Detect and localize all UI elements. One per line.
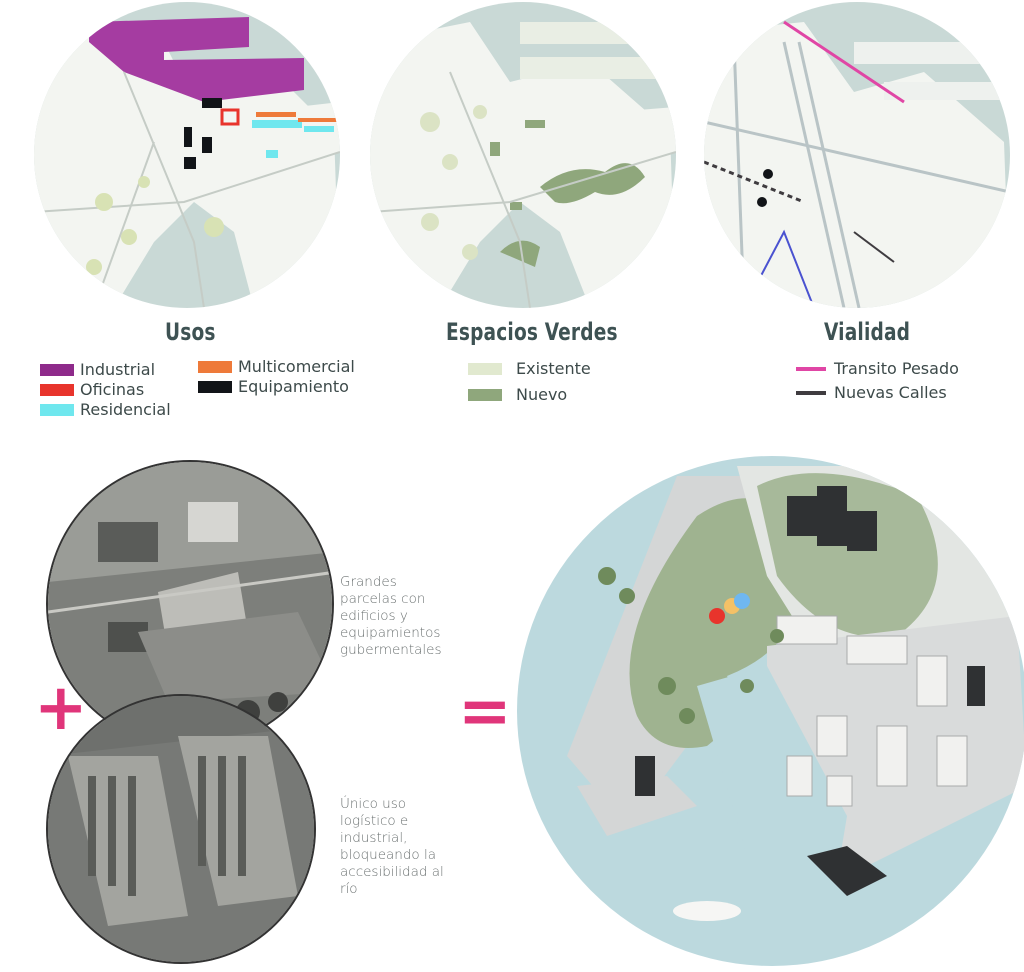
aerial-photo-top xyxy=(46,460,334,748)
legend-nuevas-calles: Nuevas Calles xyxy=(796,383,947,402)
equipamiento-swatch xyxy=(198,380,232,393)
espacios-verdes-map xyxy=(370,2,676,308)
legend-residencial: Residencial xyxy=(40,400,171,419)
multicomercial-swatch xyxy=(198,360,232,373)
legend-nuevo: Nuevo xyxy=(468,385,567,404)
legend-multicomercial: Multicomercial xyxy=(198,357,355,376)
legend-equipamiento: Equipamiento xyxy=(198,377,349,396)
legend-industrial: Industrial xyxy=(40,360,155,379)
legend-oficinas: Oficinas xyxy=(40,380,144,399)
nuevo-swatch xyxy=(468,388,502,401)
existente-swatch xyxy=(468,362,502,375)
equals-symbol: = xyxy=(458,675,512,749)
vialidad-map xyxy=(704,2,1010,308)
legend-existente: Existente xyxy=(468,359,591,378)
industrial-swatch xyxy=(40,363,74,376)
residencial-swatch xyxy=(40,403,74,416)
usos-title: Usos xyxy=(165,318,216,346)
usos-map xyxy=(34,2,340,308)
oficinas-swatch xyxy=(40,383,74,396)
nuevas-calles-line xyxy=(796,390,826,395)
legend-transito-pesado: Transito Pesado xyxy=(796,359,959,378)
aerial-photo-bottom xyxy=(46,694,316,964)
espacios-verdes-title: Espacios Verdes xyxy=(446,318,618,346)
vialidad-title: Vialidad xyxy=(824,318,911,346)
bottom-photo-caption: Único uso logístico e industrial, bloque… xyxy=(340,796,444,897)
proposal-render xyxy=(517,456,1024,966)
plus-symbol: + xyxy=(34,671,88,745)
transito-pesado-line xyxy=(796,366,826,371)
top-photo-caption: Grandes parcelas con edificios y equipam… xyxy=(340,574,442,658)
